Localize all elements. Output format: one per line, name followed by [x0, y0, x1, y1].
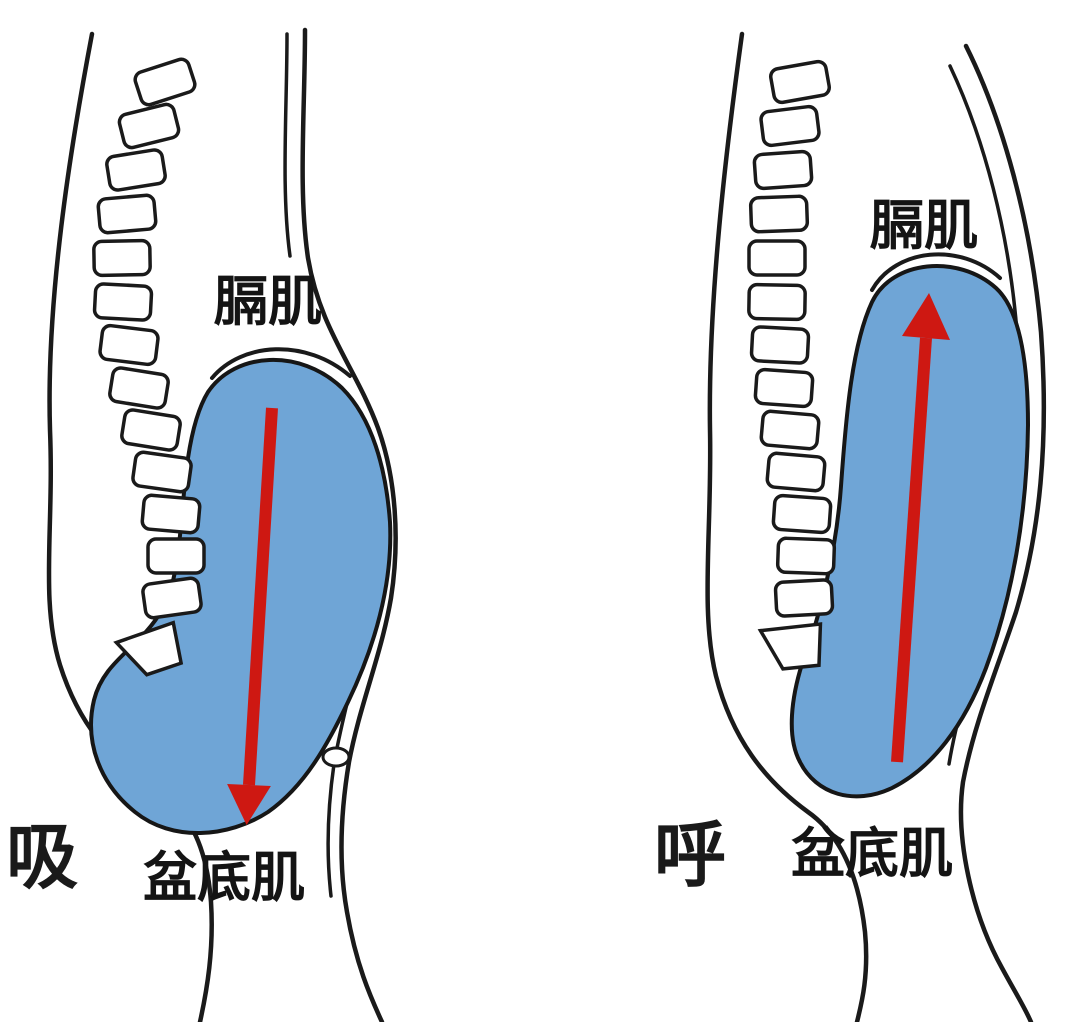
back-outline	[705, 31, 869, 1022]
vertebra	[131, 55, 199, 109]
diaphragm-dome-line	[870, 252, 1002, 292]
arrow-up-head	[902, 293, 950, 340]
vertebra	[748, 194, 810, 234]
vertebra	[764, 450, 828, 494]
vertebra	[747, 239, 807, 277]
vertebra	[91, 238, 153, 278]
vertebra	[139, 492, 203, 536]
arrow-up-shaft	[891, 337, 932, 763]
vertebra	[773, 577, 835, 619]
front-outline	[300, 27, 398, 1022]
pelvic-floor-label: 盆底肌	[791, 822, 953, 885]
sacrum	[758, 616, 831, 678]
vertebra	[749, 324, 811, 366]
vertebra	[95, 192, 159, 236]
navel	[321, 746, 351, 768]
diaphragm-label: 膈肌	[214, 270, 322, 333]
vertebra	[106, 365, 172, 411]
vertebra	[130, 449, 194, 495]
vertebra	[752, 149, 814, 191]
arrow-down-head	[227, 784, 271, 825]
right-figure-exhale: 膈肌 盆底肌 呼	[654, 31, 1047, 1022]
vertebra	[97, 322, 161, 368]
vertebra	[771, 493, 833, 535]
arrow-down-shaft	[243, 407, 278, 786]
abdominal-cavity	[89, 358, 393, 835]
phase-label-exhale: 呼	[654, 813, 726, 897]
arrow-up-icon	[891, 293, 950, 763]
spine	[91, 55, 206, 686]
vertebra	[140, 575, 204, 621]
vertebra	[775, 536, 837, 576]
back-outline	[46, 31, 214, 1022]
diaphragm-label: 膈肌	[870, 194, 978, 257]
diaphragm-dome-line	[210, 347, 352, 380]
vertebra	[115, 100, 183, 152]
spine	[746, 58, 837, 678]
vertebra	[767, 58, 833, 106]
vertebra	[92, 281, 154, 323]
vertebra	[146, 537, 206, 575]
arrow-down-icon	[227, 407, 278, 825]
vertebra	[118, 407, 184, 453]
vertebra	[758, 103, 822, 149]
vertebra	[103, 147, 169, 193]
vertebra	[758, 408, 822, 452]
vertebra	[753, 367, 815, 409]
chest-inner-line	[283, 32, 292, 258]
pelvic-floor-label: 盆底肌	[143, 846, 305, 909]
vertebra	[746, 282, 808, 322]
left-figure-inhale: 膈肌 盆底肌 吸	[6, 27, 398, 1022]
phase-label-inhale: 吸	[6, 815, 78, 899]
front-outline	[958, 43, 1047, 1022]
